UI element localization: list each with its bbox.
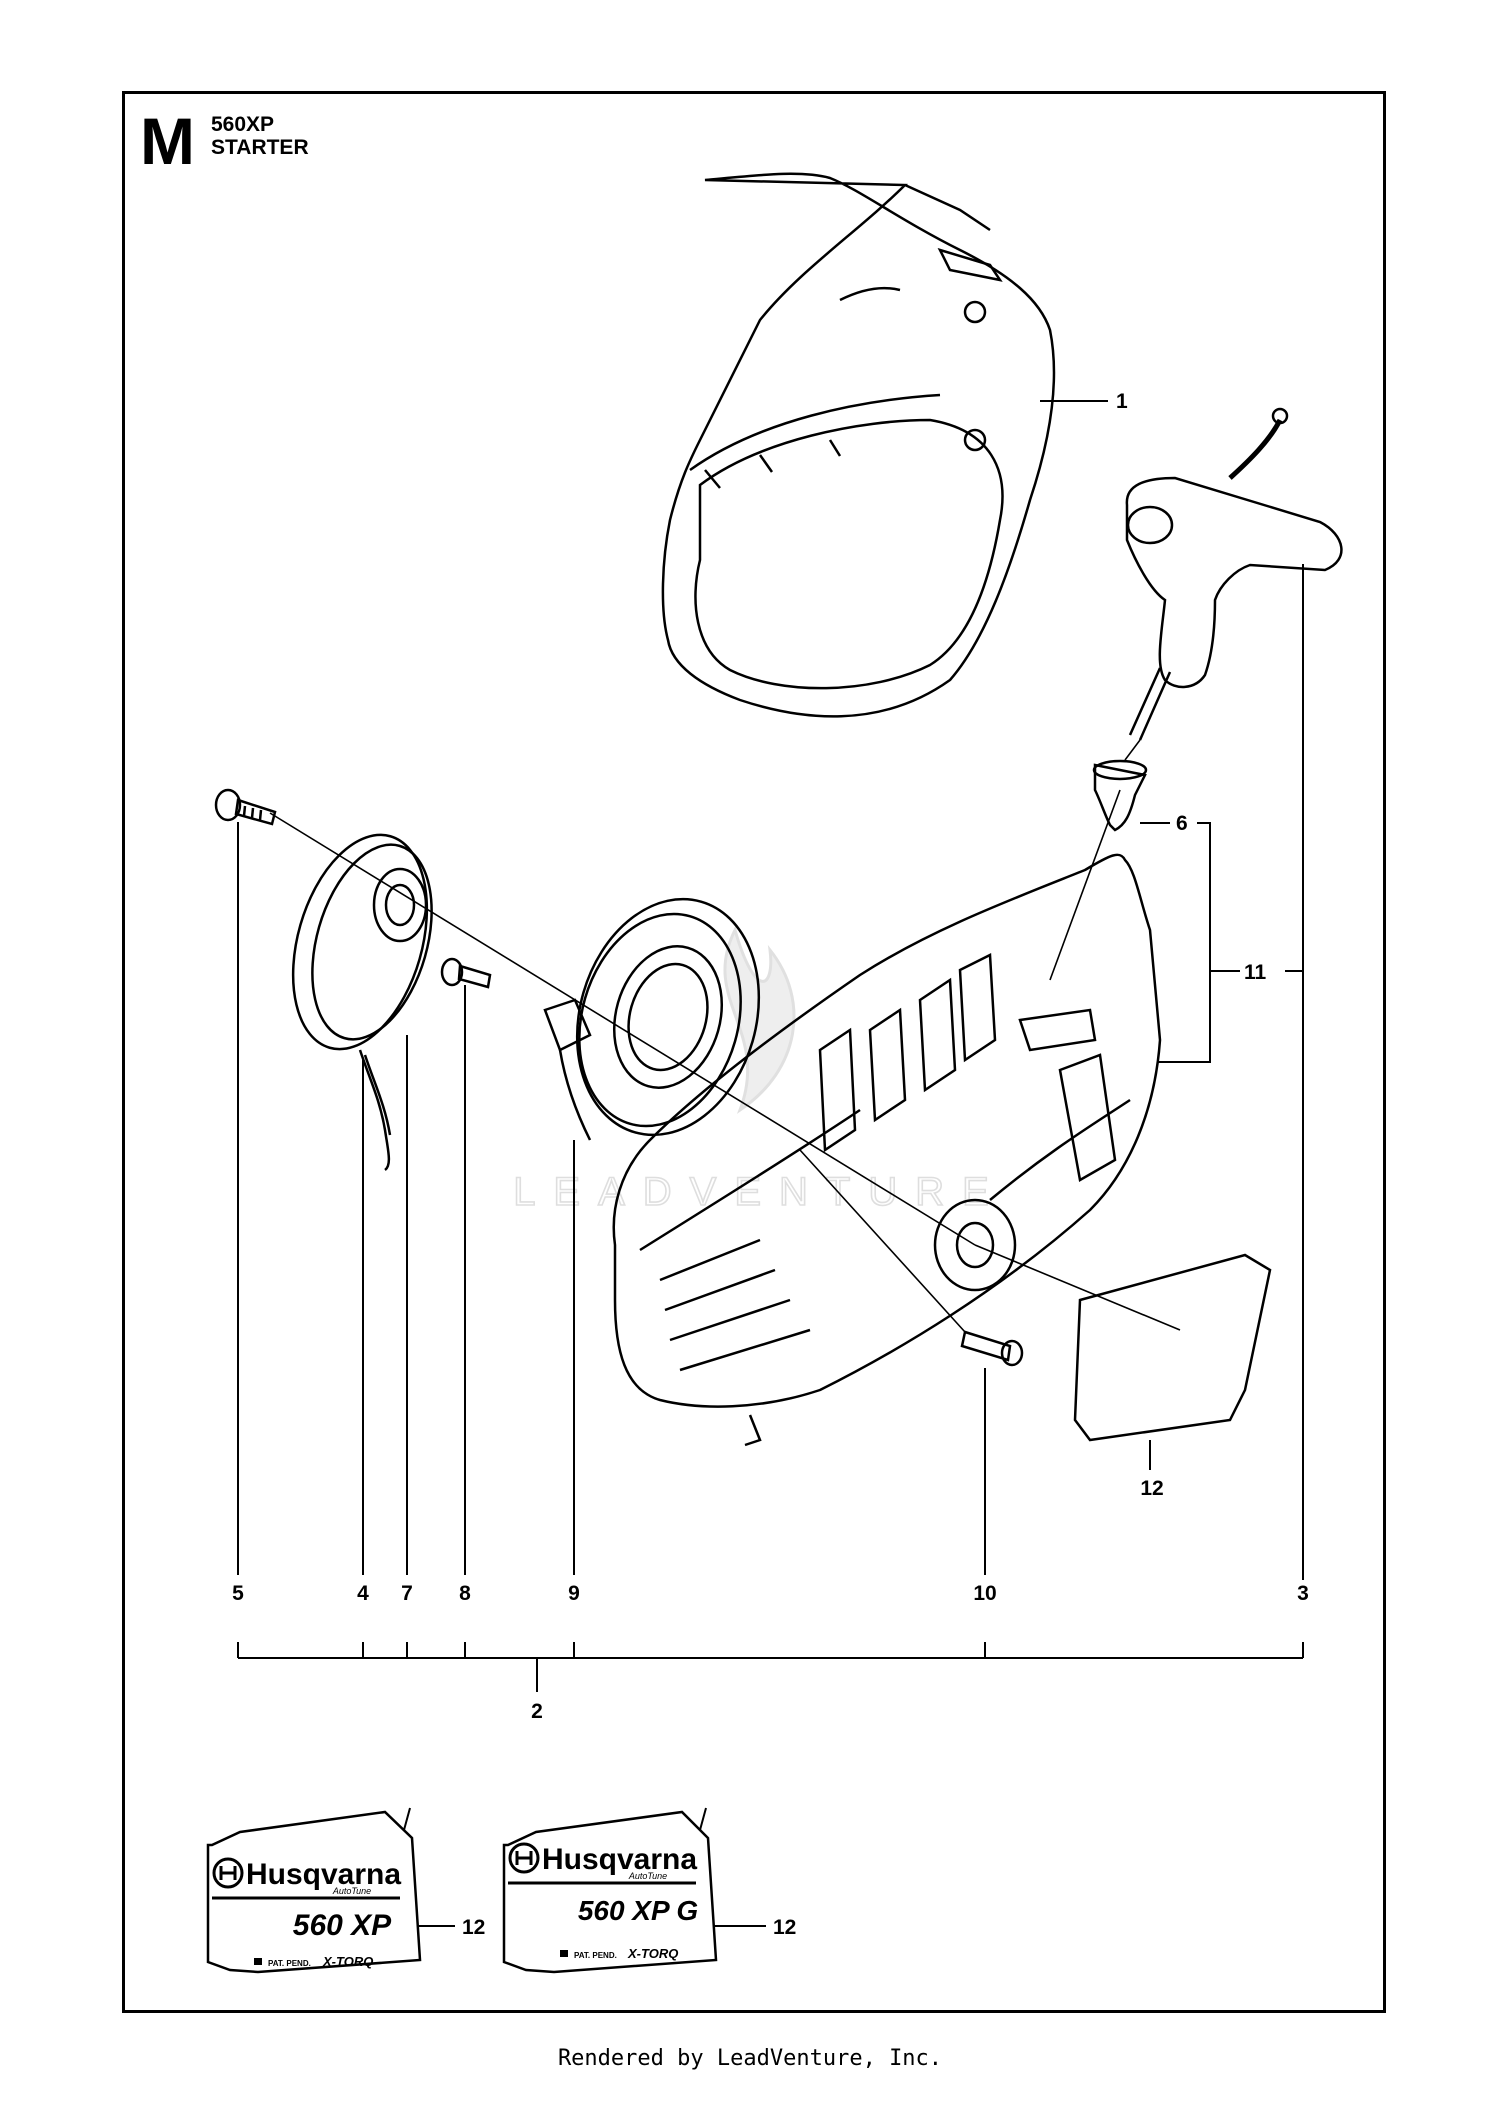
husqvarna-logo-icon: [212, 1857, 244, 1889]
callout-9: 9: [568, 1582, 580, 1605]
diagram-title: STARTER: [211, 136, 309, 159]
label-a-patent: PAT. PEND.: [268, 1959, 311, 1968]
watermark-flame-icon: [723, 925, 796, 1114]
callout-12-decal: 12: [1140, 1477, 1163, 1500]
label-b-patent: PAT. PEND.: [574, 1951, 617, 1960]
callout-5: 5: [232, 1582, 244, 1605]
watermark: LEADVENTURE: [512, 925, 1007, 1215]
label-a-torq: X-TORQ: [322, 1954, 373, 1969]
callout-3: 3: [1297, 1582, 1309, 1605]
part-9-recoil-spring: [543, 897, 761, 1141]
label-b-model: 560 XP G: [578, 1895, 698, 1926]
bottom-leaders: [237, 822, 1304, 1692]
callout-12-label-a: 12: [462, 1916, 485, 1939]
part-7-rope-pulley: [291, 833, 433, 1172]
callout-10: 10: [973, 1582, 996, 1605]
decal-label-560xp: Husqvarna AutoTune 560 XP PAT. PEND. X-T…: [206, 1807, 422, 1974]
part-3-starter-handle: [1125, 407, 1343, 741]
diagram-frame: [122, 91, 1386, 2013]
callout-7: 7: [401, 1582, 413, 1605]
label-a-brand: Husqvarna: [246, 1858, 401, 1891]
callout-6: 6: [1176, 812, 1188, 835]
label-a-model: 560 XP: [293, 1909, 392, 1942]
part-11-starter-housing: [612, 853, 1162, 1447]
bracket-11: [1158, 564, 1304, 1580]
callout-2: 2: [531, 1700, 543, 1723]
decal-label-560xpg: Husqvarna AutoTune 560 XP G PAT. PEND. X…: [502, 1807, 718, 1974]
label-b-tech: AutoTune: [628, 1871, 667, 1881]
label-b-torq: X-TORQ: [627, 1946, 678, 1961]
watermark-text: LEADVENTURE: [513, 1170, 1007, 1214]
label-a-tech: AutoTune: [332, 1886, 371, 1896]
assembly-lines: [269, 739, 1181, 1333]
part-1-starter-cover: [661, 172, 1056, 718]
callout-11: 11: [1244, 961, 1267, 984]
part-12-decal-blank: [1073, 1253, 1272, 1442]
husqvarna-logo-icon: [508, 1842, 540, 1874]
section-letter: M: [140, 104, 195, 178]
model-name: 560XP: [211, 113, 275, 136]
callout-12-label-b: 12: [773, 1916, 796, 1939]
footer-credit: Rendered by LeadVenture, Inc.: [557, 2046, 943, 2071]
part-10-screw: [960, 1330, 1024, 1367]
callout-1: 1: [1116, 390, 1128, 413]
callout-8: 8: [459, 1582, 471, 1605]
label-b-brand: Husqvarna: [542, 1843, 697, 1876]
part-5-screw: [214, 788, 277, 826]
part-6-rope-guide: [1092, 759, 1148, 832]
part-8-screw: [440, 957, 492, 989]
callout-4: 4: [357, 1582, 369, 1605]
